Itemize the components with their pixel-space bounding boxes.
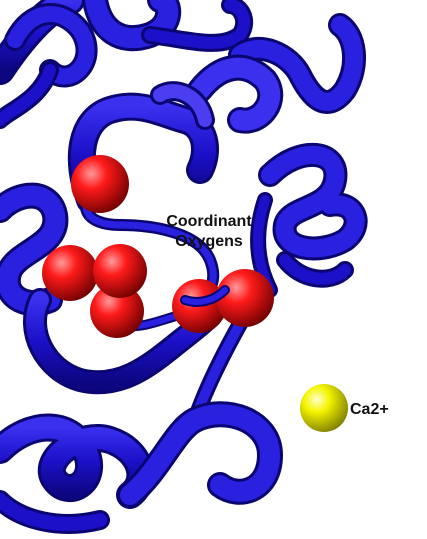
helix-top-right bbox=[187, 13, 367, 134]
helix-top-left bbox=[0, 0, 98, 129]
oxygen-atom bbox=[216, 269, 274, 327]
helix-right bbox=[250, 142, 368, 298]
oxygen-atom bbox=[71, 155, 129, 213]
loop-front-segment bbox=[180, 285, 230, 307]
helix-top bbox=[82, 0, 254, 52]
oxygen-atom bbox=[90, 284, 144, 338]
oxygen-atom bbox=[93, 244, 147, 298]
helix-left bbox=[0, 182, 69, 317]
oxygen-atom bbox=[42, 245, 98, 301]
label-line-1: Coordinant bbox=[166, 213, 252, 230]
calcium-label: Ca2+ bbox=[350, 401, 389, 418]
calcium-ion bbox=[300, 384, 348, 432]
helix-center bbox=[67, 81, 219, 214]
coordinant-oxygens-label: Coordinant Oxygens bbox=[150, 212, 268, 252]
label-line-2: Oxygens bbox=[175, 233, 243, 250]
helix-bottom bbox=[0, 401, 283, 534]
